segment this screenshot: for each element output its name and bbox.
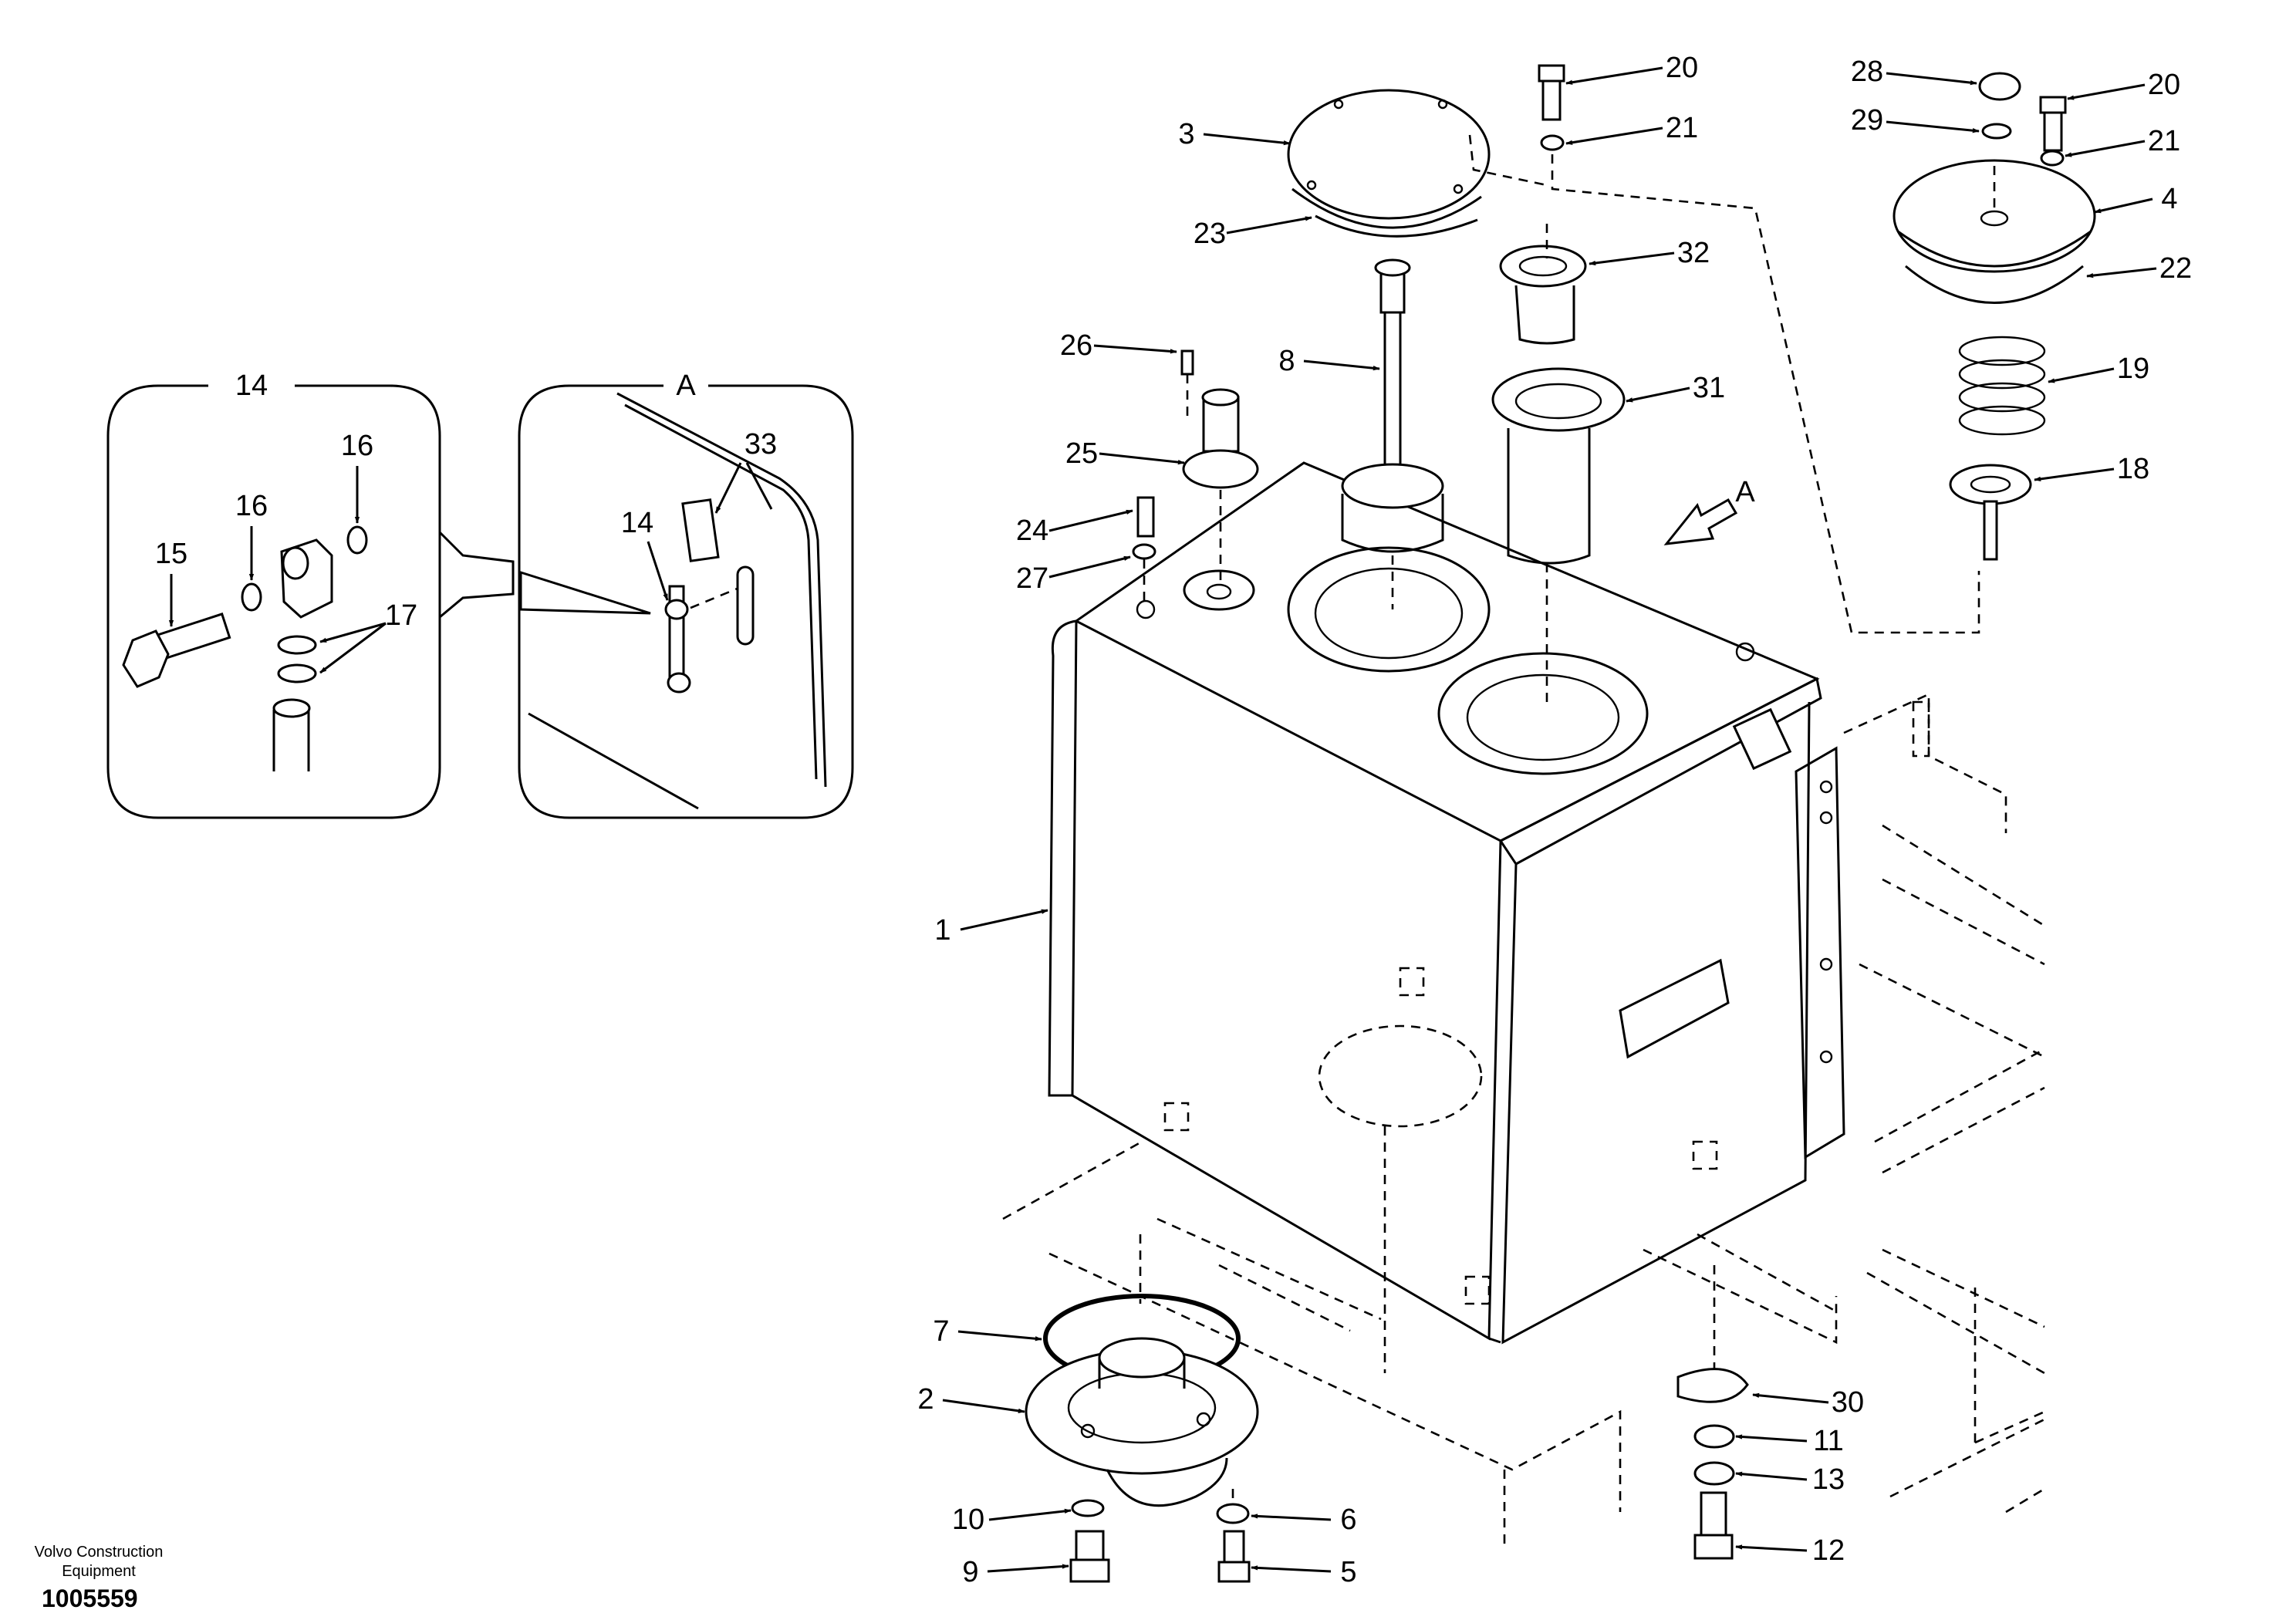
part-21-washer-mid [1540,134,1565,151]
part-12-bolt [1693,1491,1734,1560]
part-30-shim [1676,1368,1749,1403]
callout-19: 19 [2117,353,2149,385]
company-name: Volvo Construction Equipment [14,1543,184,1581]
callout-12: 12 [1812,1534,1845,1567]
part-19-spring [1958,336,2046,436]
part-3-cover [1287,89,1491,229]
part-13-lock-washer [1693,1461,1735,1486]
part-8-diffuser [1341,258,1444,553]
callout-20-right: 20 [2148,69,2180,101]
part-20-bolt-right [2039,96,2067,152]
part-6-washer [1216,1503,1250,1524]
part-2-suction-flange [1025,1337,1259,1507]
callout-9: 9 [962,1556,978,1588]
part-32-sleeve [1499,245,1587,345]
callout-15: 15 [155,538,187,570]
part-25-sensor [1182,388,1259,489]
part-21-washer-right [2040,150,2065,167]
callout-20-mid: 20 [1666,52,1698,84]
part-5-bolt [1217,1530,1251,1583]
callout-7: 7 [933,1315,949,1348]
callout-1: 1 [934,914,950,947]
part-11-washer [1693,1424,1735,1449]
callout-16a: 16 [235,490,268,522]
callout-8: 8 [1278,345,1295,377]
part-18-valve [1949,464,2032,561]
callout-33: 33 [745,428,777,461]
part-14-level-gauge [664,585,740,694]
callout-22: 22 [2159,252,2192,285]
callout-4: 4 [2161,183,2177,215]
part-31-strainer [1491,367,1626,565]
callout-27: 27 [1016,562,1048,595]
callout-13: 13 [1812,1463,1845,1496]
part-26-screw [1180,349,1194,376]
callout-14-in-a: 14 [621,507,653,539]
callout-18: 18 [2117,453,2149,485]
detail-a-title: A [676,370,696,402]
part-22-gasket [1905,265,2084,304]
company-line-1: Volvo Construction [34,1544,164,1561]
part-27-washer [1132,543,1156,560]
part-17-ring-b [277,663,317,683]
callout-23: 23 [1194,218,1226,250]
part-10-oring [1071,1499,1105,1517]
part-4-cover [1893,159,2096,273]
callout-16b: 16 [341,430,373,462]
callout-11: 11 [1813,1425,1843,1457]
callout-28: 28 [1851,56,1883,88]
part-17-ring-a [277,635,317,655]
callout-25: 25 [1065,437,1098,470]
detail-14-title: 14 [235,370,268,402]
part-1-hydraulic-tank [1048,461,1845,1373]
callout-30: 30 [1832,1386,1864,1419]
view-arrow [1663,498,1738,545]
company-line-2: Equipment [62,1563,136,1580]
part-29-oring [1981,123,2012,140]
detail-14-box: 14 15 16 16 17 [106,370,515,819]
part-15-banjo-bolt [122,613,231,688]
callout-17: 17 [385,599,417,632]
part-16-oring-a [241,582,262,612]
part-23-gasket [1315,214,1478,238]
part-9-plug [1069,1530,1110,1583]
hose [272,698,311,718]
part-28-plug [1978,72,2021,101]
callout-31: 31 [1693,372,1725,404]
callout-2: 2 [917,1383,934,1416]
callout-21-mid: 21 [1666,112,1698,144]
callout-labels: 1 2 3 4 5 6 7 8 9 10 11 12 13 18 19 20 2 [917,52,2192,1588]
callout-6: 6 [1340,1504,1356,1536]
callout-21-right: 21 [2148,125,2180,157]
callout-26: 26 [1060,329,1092,362]
drawing-number: 1005559 [42,1585,138,1612]
callout-10: 10 [952,1504,984,1536]
nameplate [1619,958,1730,1059]
callout-32: 32 [1677,237,1710,269]
part-16-oring-b [346,525,368,555]
callout-29: 29 [1851,104,1883,137]
machine-frame-phantom [1002,692,2045,1551]
part-20-bolt-mid [1538,64,1565,121]
gauge-slot [736,565,755,646]
part-33-decal [681,498,720,562]
callout-5: 5 [1340,1556,1356,1588]
callout-24: 24 [1016,515,1048,547]
callout-3: 3 [1178,118,1194,150]
view-arrow-label: A [1735,476,1755,508]
part-24-bolt [1136,496,1155,538]
detail-a-box: A 33 14 [518,370,854,819]
